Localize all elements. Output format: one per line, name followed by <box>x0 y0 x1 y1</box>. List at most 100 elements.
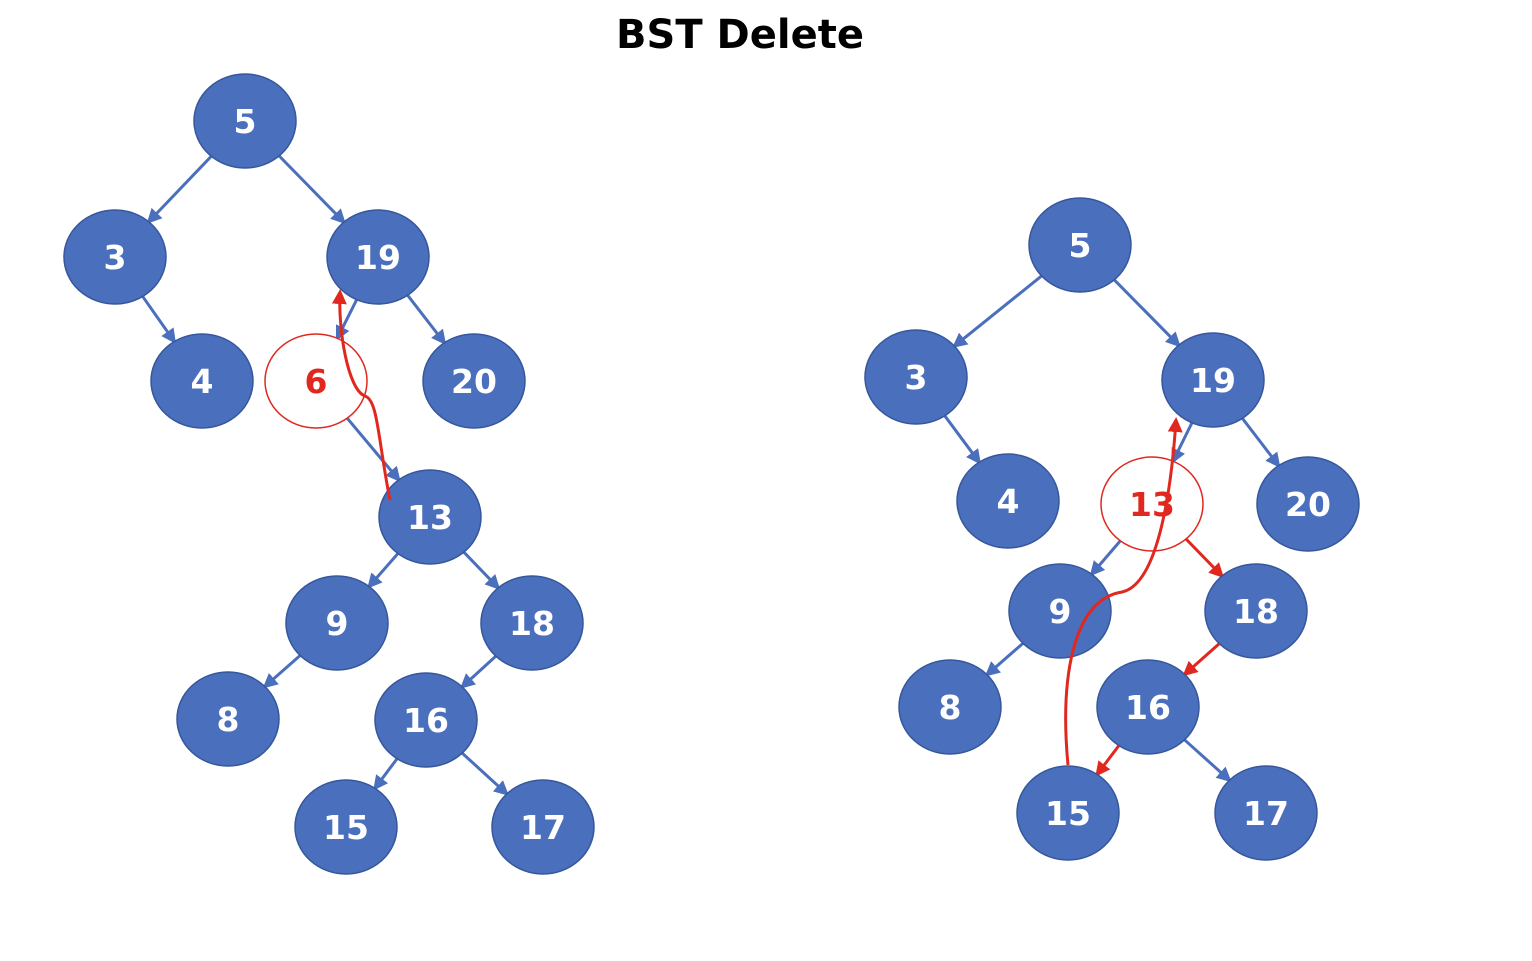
node-label: 18 <box>1233 592 1279 631</box>
tree-node-before-8: 8 <box>176 671 280 767</box>
node-label: 5 <box>234 102 257 141</box>
edge-before-13-18 <box>460 548 501 590</box>
node-circle <box>150 333 254 429</box>
node-circle <box>1096 659 1200 755</box>
node-circle <box>491 779 595 875</box>
node-label: 20 <box>1285 485 1331 524</box>
tree-node-after-8: 8 <box>898 659 1002 755</box>
tree-node-after-16: 16 <box>1096 659 1200 755</box>
tree-node-before-18: 18 <box>480 575 584 671</box>
edge-after-3-4 <box>941 411 982 465</box>
node-label: 9 <box>1049 592 1072 631</box>
node-circle <box>378 469 482 565</box>
edge-after-16-15 <box>1095 741 1123 777</box>
tree-node-before-17: 17 <box>491 779 595 875</box>
tree-node-before-15: 15 <box>294 779 398 875</box>
edge-after-13-18 <box>1182 535 1225 579</box>
node-label: 15 <box>323 808 369 847</box>
edge-before-19-20 <box>404 291 447 346</box>
tree-node-before-5: 5 <box>193 73 297 169</box>
node-circle <box>176 671 280 767</box>
edge-before-5-19 <box>275 152 346 225</box>
deleted-node-after-13: 13 <box>1100 456 1204 552</box>
edge-before-6-13 <box>343 414 401 483</box>
node-circle <box>898 659 1002 755</box>
edge-after-19-20 <box>1238 414 1281 468</box>
edge-after-16-17 <box>1180 736 1232 783</box>
node-circle <box>1161 332 1265 428</box>
node-circle <box>374 672 478 768</box>
node-label: 16 <box>403 701 449 740</box>
node-label: 17 <box>520 808 566 847</box>
node-circle <box>1214 765 1318 861</box>
tree-node-after-3: 3 <box>864 329 968 425</box>
node-label: 3 <box>104 238 127 277</box>
node-circle <box>264 333 368 429</box>
node-circle <box>1100 456 1204 552</box>
tree-node-after-15: 15 <box>1016 765 1120 861</box>
tree-node-before-19: 19 <box>326 209 430 305</box>
node-circle <box>1008 563 1112 659</box>
edge-after-13-9 <box>1089 536 1124 577</box>
node-label: 18 <box>509 604 555 643</box>
node-circle <box>1016 765 1120 861</box>
edge-before-16-15 <box>373 754 401 791</box>
node-circle <box>864 329 968 425</box>
node-circle <box>193 73 297 169</box>
node-label: 3 <box>905 358 928 397</box>
tree-node-after-17: 17 <box>1214 765 1318 861</box>
tree-node-after-19: 19 <box>1161 332 1265 428</box>
deleted-node-before-6: 6 <box>264 333 368 429</box>
replacement-arrow-before-13-to-19 <box>331 289 392 501</box>
node-circle <box>63 209 167 305</box>
tree-node-after-5: 5 <box>1028 197 1132 293</box>
tree-node-before-20: 20 <box>422 333 526 429</box>
node-label: 8 <box>939 688 962 727</box>
edge-after-5-3 <box>952 272 1046 348</box>
node-label: 5 <box>1069 226 1092 265</box>
edge-after-5-19 <box>1110 275 1181 348</box>
node-circle <box>326 209 430 305</box>
node-circle <box>422 333 526 429</box>
tree-node-after-9: 9 <box>1008 563 1112 659</box>
tree-node-before-13: 13 <box>378 469 482 565</box>
node-circle <box>294 779 398 875</box>
edge-before-16-17 <box>458 749 510 796</box>
tree-node-before-16: 16 <box>374 672 478 768</box>
node-circle <box>956 453 1060 549</box>
tree-node-after-4: 4 <box>956 453 1060 549</box>
node-label: 17 <box>1243 794 1289 833</box>
edge-after-9-8 <box>984 639 1027 677</box>
diagram-title: BST Delete <box>616 12 864 58</box>
node-label: 13 <box>407 498 453 537</box>
node-circle <box>1256 456 1360 552</box>
edge-before-5-3 <box>146 152 216 224</box>
edge-after-18-16 <box>1182 639 1224 677</box>
node-label: 16 <box>1125 688 1171 727</box>
edge-before-3-4 <box>139 292 177 344</box>
node-circle <box>1028 197 1132 293</box>
node-label: 15 <box>1045 794 1091 833</box>
edge-after-19-13 <box>1171 418 1195 464</box>
node-label: 4 <box>997 482 1020 521</box>
node-label: 20 <box>451 362 497 401</box>
node-label: 8 <box>217 700 240 739</box>
node-label: 6 <box>305 362 328 401</box>
edge-before-18-16 <box>459 652 500 689</box>
tree-node-after-20: 20 <box>1256 456 1360 552</box>
node-label: 19 <box>355 238 401 277</box>
node-circle <box>480 575 584 671</box>
tree-node-before-4: 4 <box>150 333 254 429</box>
node-circle <box>1204 563 1308 659</box>
tree-node-after-18: 18 <box>1204 563 1308 659</box>
node-label: 4 <box>191 362 214 401</box>
edge-before-9-8 <box>262 651 305 689</box>
node-label: 9 <box>326 604 349 643</box>
tree-node-before-9: 9 <box>285 575 389 671</box>
tree-node-before-3: 3 <box>63 209 167 305</box>
replacement-arrow-after-15-to-19 <box>1064 417 1183 766</box>
edge-before-13-9 <box>367 549 402 589</box>
node-label: 19 <box>1190 361 1236 400</box>
node-circle <box>285 575 389 671</box>
